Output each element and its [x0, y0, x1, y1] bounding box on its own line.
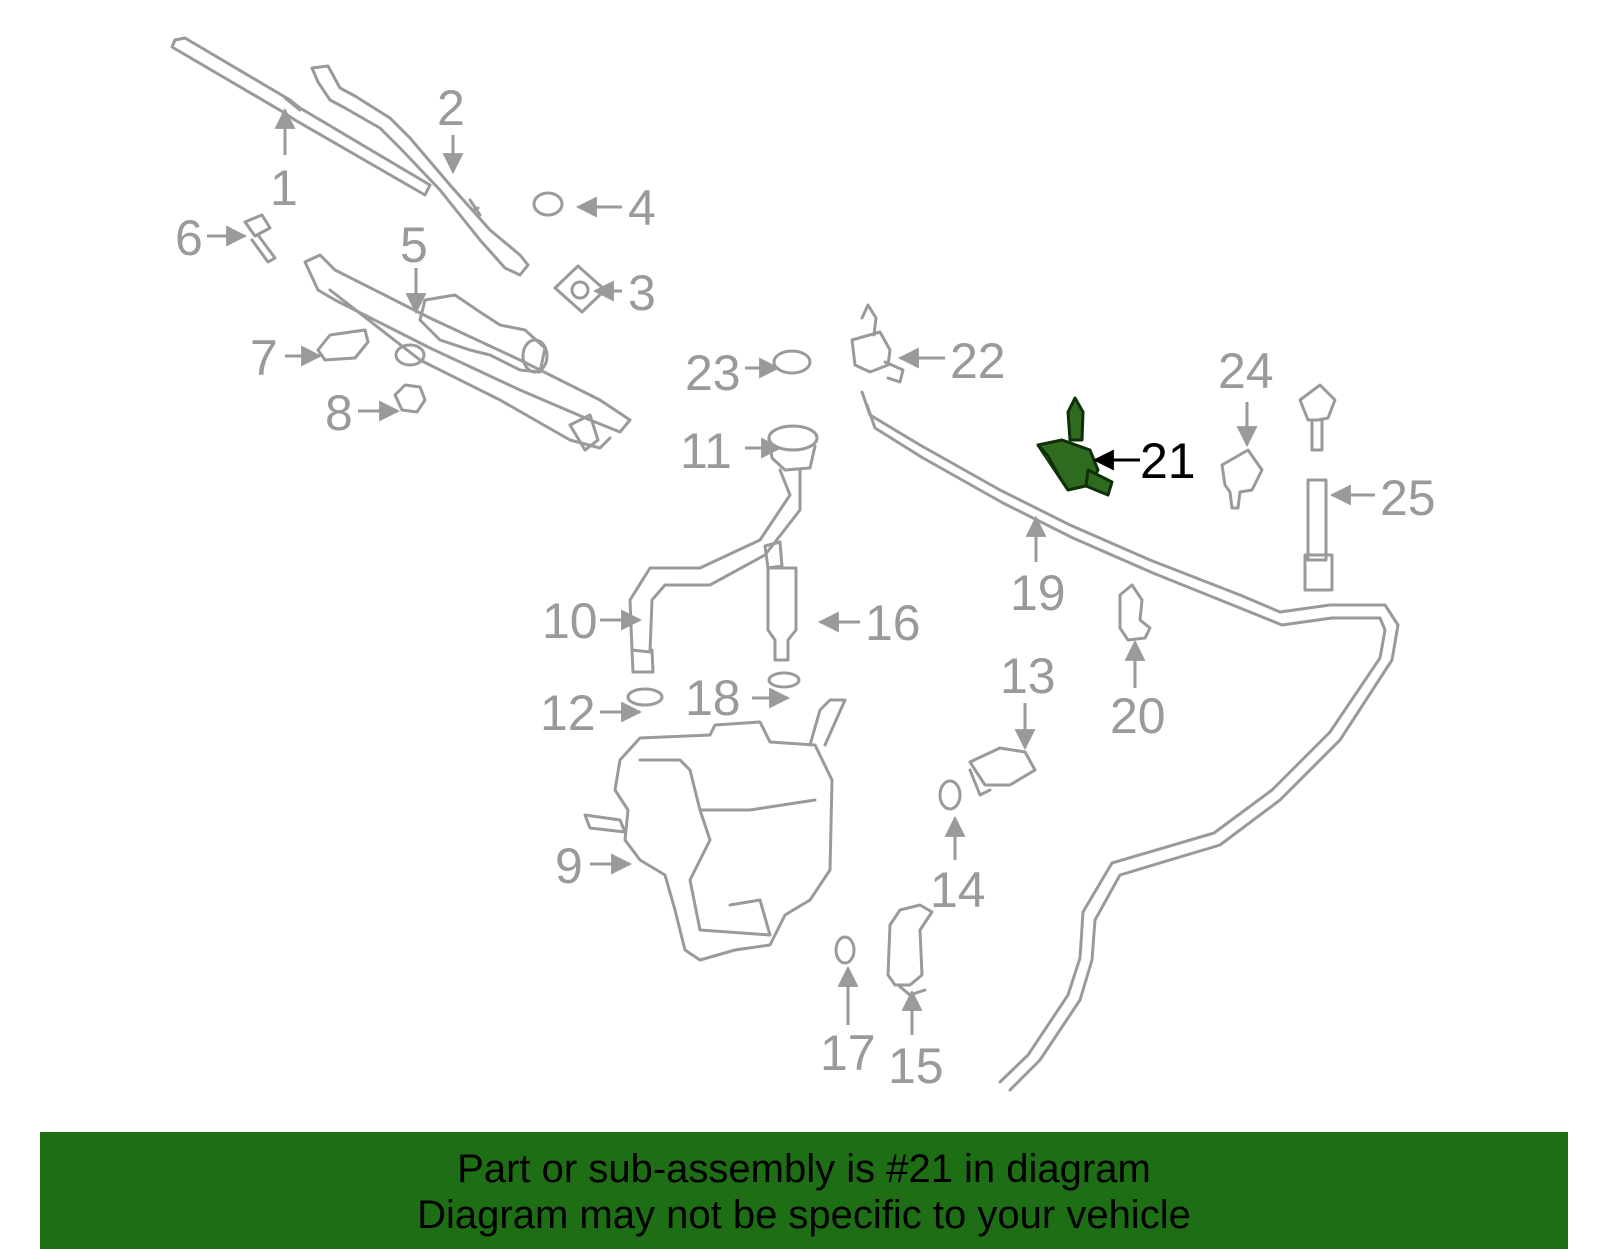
callout-20: 20	[1110, 688, 1166, 744]
part-3-pad	[553, 264, 607, 314]
banner-line-disclaimer: Diagram may not be specific to your vehi…	[417, 1193, 1191, 1237]
callout-1: 1	[270, 160, 298, 216]
leader-lines	[207, 107, 1375, 1035]
part-7-bracket	[316, 328, 370, 362]
callout-14: 14	[930, 862, 986, 918]
part-22-nozzle	[850, 303, 905, 384]
callout-3: 3	[628, 265, 656, 321]
callout-2: 2	[437, 80, 465, 136]
banner-line-part: Part or sub-assembly is #21 in diagram	[457, 1147, 1151, 1191]
callout-21: 21	[1140, 433, 1196, 489]
callout-18: 18	[685, 670, 741, 726]
callout-17: 17	[820, 1025, 876, 1081]
callout-11: 11	[680, 423, 732, 479]
callout-22: 22	[950, 333, 1006, 389]
part-16-level-sensor	[763, 540, 798, 662]
callout-24: 24	[1218, 343, 1274, 399]
part-15-washer-pump	[886, 903, 934, 997]
part-13-pump	[968, 746, 1037, 797]
callout-9: 9	[555, 838, 583, 894]
part-10-filler-hose	[628, 468, 802, 654]
callout-5: 5	[400, 217, 428, 273]
callout-15: 15	[888, 1038, 944, 1094]
callout-6: 6	[175, 210, 203, 266]
callout-7: 7	[250, 330, 278, 386]
part-17-seal	[834, 935, 856, 965]
part-19-washer-hose	[860, 390, 1400, 1092]
part-6-bolt	[243, 213, 277, 264]
part-1-wiper-blade	[170, 36, 432, 197]
callout-10: 10	[542, 593, 598, 649]
part-20-clip	[1118, 583, 1152, 642]
callout-labels: 1 2 3 4 5 6 7 8 9 10 11 12 13 14 15 16 1…	[175, 80, 1436, 1094]
part-5-wiper-linkage	[303, 253, 632, 452]
part-18-o-ring	[767, 671, 801, 689]
info-banner: Part or sub-assembly is #21 in diagram D…	[40, 1132, 1568, 1249]
callout-25: 25	[1380, 470, 1436, 526]
part-12-o-ring	[626, 687, 664, 707]
callout-12: 12	[540, 685, 596, 741]
part-14-seal	[938, 779, 962, 811]
part-21-check-valve	[1036, 396, 1114, 497]
callout-16: 16	[865, 595, 921, 651]
part-9-reservoir	[583, 698, 847, 962]
part-24-nozzle	[1220, 448, 1264, 510]
part-2-wiper-arm	[310, 64, 530, 277]
callout-19: 19	[1010, 565, 1066, 621]
callout-13: 13	[1000, 648, 1056, 704]
part-23-grommet	[772, 349, 812, 375]
callout-8: 8	[325, 385, 353, 441]
callout-4: 4	[628, 180, 656, 236]
part-4-grommet	[532, 191, 564, 217]
part-8-nut	[393, 383, 427, 414]
part-25-nozzle-hose	[1298, 383, 1337, 592]
callout-23: 23	[685, 345, 741, 401]
